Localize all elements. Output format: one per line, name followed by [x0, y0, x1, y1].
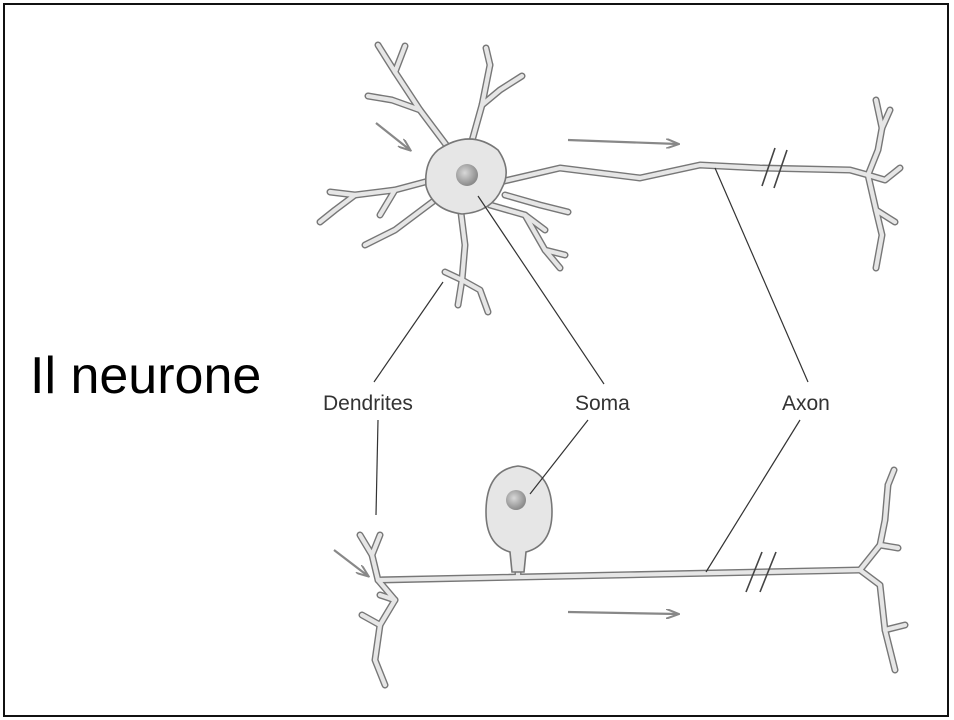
bottom-nucleus	[506, 490, 526, 510]
soma-label: Soma	[575, 393, 630, 414]
bottom-neuron	[334, 466, 905, 685]
bottom-input-arrow	[334, 550, 368, 576]
top-dendrites	[320, 45, 900, 312]
dendrites-label: Dendrites	[323, 393, 413, 414]
bottom-soma	[486, 466, 552, 572]
axon-leader-top	[715, 168, 808, 382]
dendrites-leader-bottom	[376, 420, 378, 515]
bottom-processes	[360, 470, 905, 685]
top-signal-arrow	[568, 140, 678, 144]
soma-leader-bottom	[530, 420, 588, 494]
bottom-signal-arrow	[568, 612, 678, 614]
axon-label: Axon	[782, 393, 830, 414]
dendrites-leader-top	[374, 282, 443, 382]
axon-leader-bottom	[706, 420, 800, 572]
top-input-arrow	[376, 123, 410, 150]
top-neuron	[320, 45, 900, 312]
leader-lines	[374, 168, 808, 572]
top-nucleus	[456, 164, 478, 186]
